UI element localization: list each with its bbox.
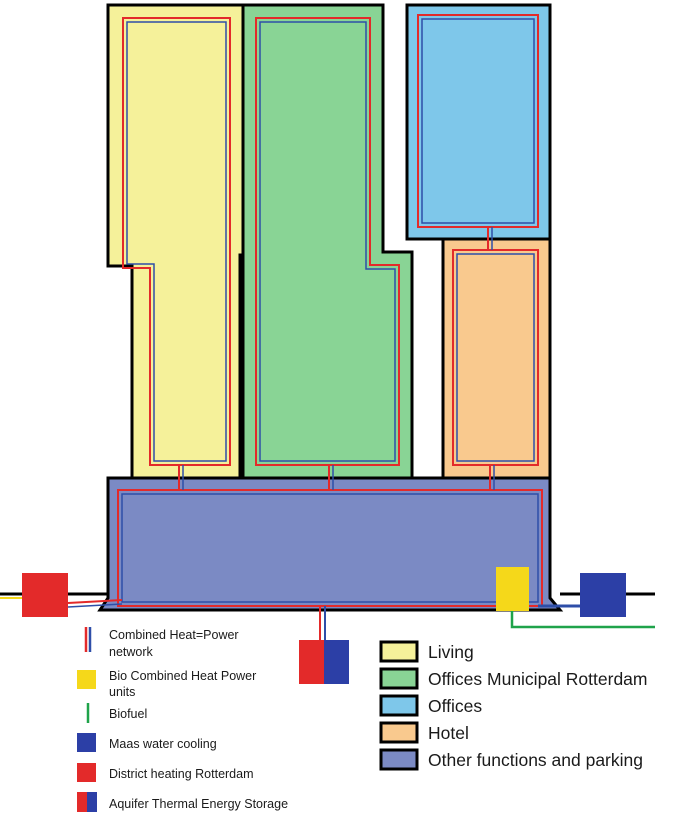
legend-chp-network-line1: Combined Heat=Power <box>109 628 239 642</box>
district-pipe-red <box>67 599 123 604</box>
legend-other-swatch <box>379 748 419 771</box>
podium-block <box>97 476 564 612</box>
legend-hotel-label: Hotel <box>428 723 469 743</box>
legend-living-label: Living <box>428 642 474 662</box>
legend-ates: Aquifer Thermal Energy Storage <box>109 797 288 811</box>
legend-other-label: Other functions and parking <box>428 750 643 770</box>
ates-icon <box>77 792 97 812</box>
municipal-network-blue <box>259 21 396 462</box>
legend-offices-municipal-swatch <box>379 667 419 690</box>
living-network-red <box>122 17 231 466</box>
legend-offices-municipal-label: Offices Municipal Rotterdam <box>428 669 648 689</box>
legend-district: District heating Rotterdam <box>109 767 254 781</box>
district-heating-icon <box>77 763 96 782</box>
maas-cooling-icon <box>77 733 96 752</box>
hotel-block <box>441 237 552 480</box>
legend-offices-swatch <box>379 694 419 717</box>
bio-chp-icon <box>77 670 96 689</box>
municipal-network-red <box>255 17 400 466</box>
legend-bio-chp-line2: units <box>109 685 135 699</box>
offices-network-red <box>417 14 539 228</box>
hotel-network-blue <box>456 253 535 462</box>
living-network-blue <box>126 21 227 462</box>
offices-network-blue <box>421 18 535 224</box>
podium-network-blue <box>121 493 539 603</box>
offices-tower <box>405 3 552 241</box>
offices-municipal-tower <box>241 3 414 480</box>
bio-chp-unit <box>496 567 529 611</box>
legend-offices-label: Offices <box>428 696 482 716</box>
legend-hotel-swatch <box>379 721 419 744</box>
hotel-network-red <box>452 249 539 466</box>
ates-blue-half <box>324 640 349 684</box>
legend-biofuel: Biofuel <box>109 707 147 721</box>
biofuel-line <box>510 611 655 629</box>
ates-red-half <box>299 640 324 684</box>
legend-chp-network-line2: network <box>109 645 154 659</box>
legend-living-swatch <box>379 640 419 663</box>
legend-bio-chp-line1: Bio Combined Heat Power <box>109 669 256 683</box>
district-pipe-blue <box>67 603 123 608</box>
district-heating-box <box>22 573 68 617</box>
legend-maas: Maas water cooling <box>109 737 217 751</box>
maas-cooling-box <box>580 573 626 617</box>
living-tower <box>106 3 245 480</box>
chp-network-icon <box>84 627 92 652</box>
